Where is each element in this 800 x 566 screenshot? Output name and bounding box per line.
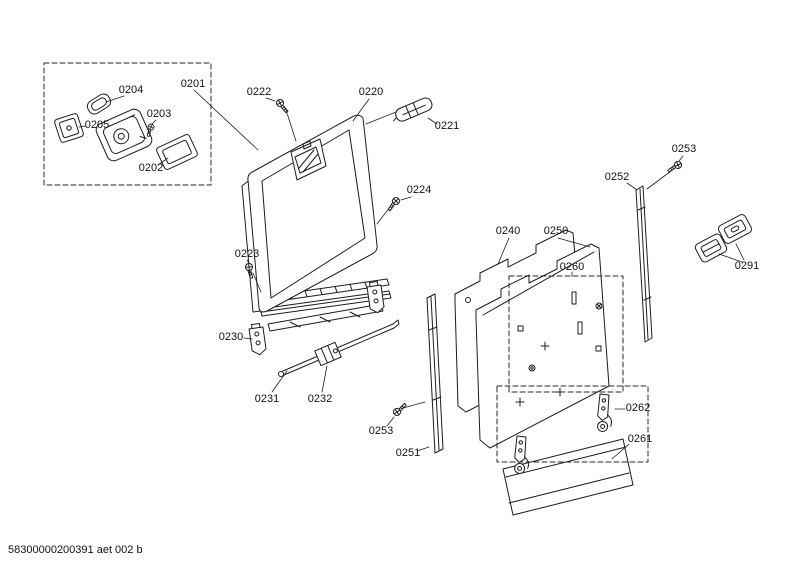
part-0205-insert xyxy=(54,113,84,143)
part-0231-rod xyxy=(278,319,400,377)
part-0262-hinge-a xyxy=(595,393,615,433)
part-0220-outer-door-panel xyxy=(241,114,378,313)
part-0261-base-panel xyxy=(502,438,634,516)
part-label-0202: 0202 xyxy=(139,162,163,174)
part-label-0221: 0221 xyxy=(435,120,459,132)
leader-0223 xyxy=(246,259,250,264)
leader-0222 xyxy=(265,97,276,102)
part-label-0253-mid: 0253 xyxy=(369,425,393,437)
part-label-0250: 0250 xyxy=(544,225,568,237)
part-hinge-bracket-right xyxy=(366,280,385,314)
leader-0202 xyxy=(157,157,169,166)
footer-doc-code: 58300000200391 aet 002 b xyxy=(8,544,143,556)
part-label-0203: 0203 xyxy=(147,108,171,120)
part-label-0205: 0205 xyxy=(85,119,109,131)
part-hinge-cross-bar xyxy=(267,303,384,332)
part-0230-hinge-bracket-left xyxy=(248,322,267,356)
part-0221-handle-strip xyxy=(393,97,433,122)
leader-0232 xyxy=(321,365,328,393)
part-label-0230: 0230 xyxy=(219,331,243,343)
leader-0291-b xyxy=(718,253,743,263)
leader-0252 xyxy=(626,182,638,191)
part-label-0252: 0252 xyxy=(605,171,629,183)
mount-line-0222 xyxy=(285,109,297,142)
assembly-box-0260 xyxy=(508,275,624,393)
mount-line-0253-top xyxy=(646,170,672,190)
part-0252-trim-strip xyxy=(635,185,653,343)
part-label-0260: 0260 xyxy=(560,261,584,273)
mount-line-0223 xyxy=(252,272,262,293)
part-0202-frame xyxy=(156,134,198,170)
part-label-0253-top: 0253 xyxy=(672,143,696,155)
part-0291-cover-b xyxy=(694,233,728,263)
leader-0291-a xyxy=(735,243,745,261)
part-label-0224: 0224 xyxy=(407,184,431,196)
leader-0205 xyxy=(78,125,87,128)
part-label-0262: 0262 xyxy=(626,402,650,414)
mount-line-0253-mid xyxy=(402,401,426,409)
part-0232-clamp xyxy=(314,341,342,367)
leader-0201-to-door xyxy=(193,89,259,151)
leader-0253-mid xyxy=(386,416,395,427)
leader-0204 xyxy=(105,95,125,103)
leader-0253-top xyxy=(678,155,684,162)
part-label-0232: 0232 xyxy=(308,393,332,405)
leader-0220 xyxy=(352,98,370,122)
leader-0230 xyxy=(243,337,253,340)
part-0204-cover xyxy=(86,93,112,115)
leader-0231 xyxy=(271,370,288,393)
part-label-0220: 0220 xyxy=(359,86,383,98)
leader-0224 xyxy=(400,196,412,201)
part-label-0291: 0291 xyxy=(735,260,759,272)
leader-0221 xyxy=(427,117,438,125)
mount-line-0221 xyxy=(365,111,397,125)
part-0291-cover-a xyxy=(717,214,753,244)
assembly-box-0261-0262 xyxy=(496,385,649,463)
part-0222-screw xyxy=(274,98,291,114)
part-0253-screw-top xyxy=(666,158,683,176)
leader-0261 xyxy=(611,443,630,460)
leader-0250 xyxy=(557,237,591,248)
part-label-0201: 0201 xyxy=(181,78,205,90)
part-0253-screw-mid xyxy=(392,401,407,418)
mount-line-0224 xyxy=(376,206,391,225)
leader-0251 xyxy=(416,446,430,452)
part-0251-trim-strip xyxy=(426,293,444,454)
part-label-0251: 0251 xyxy=(396,447,420,459)
leader-0240 xyxy=(497,237,510,265)
part-0224-screw xyxy=(387,197,400,212)
part-0201-dispenser-body xyxy=(95,108,153,162)
part-label-0261: 0261 xyxy=(628,433,652,445)
part-label-0204: 0204 xyxy=(119,84,143,96)
part-label-0223: 0223 xyxy=(235,248,259,260)
part-label-0240: 0240 xyxy=(496,225,520,237)
part-label-0222: 0222 xyxy=(247,86,271,98)
leader-0203 xyxy=(151,119,157,125)
assembly-box-0201 xyxy=(43,62,212,186)
part-label-0231: 0231 xyxy=(255,393,279,405)
